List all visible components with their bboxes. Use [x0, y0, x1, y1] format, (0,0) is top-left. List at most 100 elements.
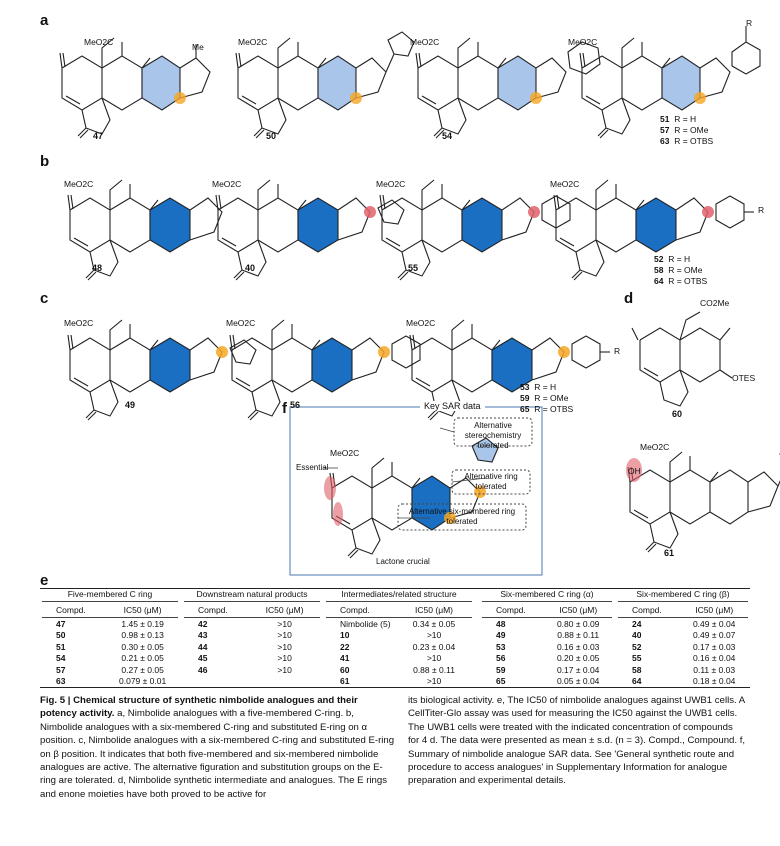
caption-left-column: Fig. 5 | Chemical structure of synthetic… [40, 694, 395, 801]
compound-number: 48 [92, 263, 103, 273]
compound-49-structure [67, 319, 257, 421]
group-title: Downstream natural products [184, 589, 320, 602]
table-group-downstream: Downstream natural products Compd.IC50 (… [182, 589, 322, 676]
atom-label: MeO2C [410, 37, 440, 47]
compound-number: 49 [125, 400, 136, 410]
compound-50-structure [235, 31, 415, 139]
compound-number: 55 [408, 263, 419, 273]
compound-number: 60 [672, 409, 683, 419]
compound-40-structure [215, 179, 405, 281]
atom-label: MeO2C [84, 37, 114, 47]
compound-number: 47 [93, 131, 104, 141]
atom-label: R [614, 346, 621, 356]
column-headers: Compd.IC50 (μM) [482, 605, 612, 618]
panel-label-c: c [40, 290, 49, 307]
atom-label: Me [192, 42, 204, 52]
compound-53-structure [409, 319, 610, 421]
atom-label: CO2Me [700, 298, 730, 308]
atom-label: OTES [732, 373, 756, 383]
column-headers: Compd.IC50 (μM) [618, 605, 748, 618]
panel-label-e: e [40, 572, 49, 589]
atom-label: R [746, 18, 753, 28]
atom-label: MeO2C [212, 179, 242, 189]
compound-number: 40 [245, 263, 256, 273]
column-headers: Compd.IC50 (μM) [326, 605, 472, 618]
table-top-rule [40, 588, 750, 589]
atom-label: MeO2C [238, 37, 268, 47]
sar-callout-essential: Essential [296, 463, 329, 472]
table-row: 46>10 [198, 664, 292, 675]
sar-structure [324, 437, 499, 559]
atom-label: MeO2C [640, 442, 670, 452]
group-title: Five-membered C ring [42, 589, 178, 602]
atom-label: MeO2C [226, 318, 256, 328]
table-row: 45>10 [198, 653, 292, 664]
panel-label-b: b [40, 153, 50, 170]
compound-number: 56 [290, 400, 301, 410]
table-group-intermediates: Intermediates/related structure Compd.IC… [324, 589, 474, 687]
r-group-legend-a: 51 R = H 57 R = OMe 63 R = OTBS [660, 114, 714, 146]
compound-51-structure [579, 26, 761, 139]
atom-label: MeO2C [568, 37, 598, 47]
atom-label: MeO2C [376, 179, 406, 189]
sar-callout-stereo: Alternative stereochemistry tolerated [464, 421, 522, 450]
compound-54-structure [415, 37, 601, 139]
compound-52-structure [553, 179, 754, 281]
chemical-structures [59, 26, 780, 576]
panel-label-a: a [40, 12, 49, 29]
column-headers: Compd.IC50 (μM) [42, 605, 178, 618]
group-title: Six-membered C ring (β) [618, 589, 748, 602]
atom-label: MeO2C [64, 318, 94, 328]
caption-right-column: its biological activity. e, The IC50 of … [408, 694, 746, 788]
atom-label: MeO2C [550, 179, 580, 189]
table-row: Nimbolide (5)0.34 ± 0.05 [340, 618, 456, 629]
group-title: Intermediates/related structure [326, 589, 472, 602]
compound-number: 61 [664, 548, 675, 558]
table-group-six-beta: Six-membered C ring (β) Compd.IC50 (μM) … [616, 589, 750, 687]
r-group-legend-b: 52 R = H 58 R = OMe 64 R = OTBS [654, 254, 708, 286]
table-row: 43>10 [198, 630, 292, 641]
compound-60-structure [631, 311, 733, 407]
atom-label: R [758, 205, 765, 215]
caption-right-text: its biological activity. e, The IC50 of … [408, 695, 746, 787]
compound-47-structure [59, 37, 211, 139]
table-bottom-rule [40, 687, 750, 688]
atom-label: MeO2C [330, 448, 360, 458]
panel-label-d: d [624, 290, 634, 307]
compound-61-structure [626, 451, 780, 553]
atom-label: MeO2C [406, 318, 436, 328]
group-title: Six-membered C ring (α) [482, 589, 612, 602]
table-group-six-alpha: Six-membered C ring (α) Compd.IC50 (μM) … [480, 589, 614, 687]
sar-callout-six: Alternative six-membered ring tolerated [408, 507, 516, 526]
compound-48-structure [67, 179, 223, 281]
figure-title: Fig. 5 | Chemical structure of synthetic… [40, 695, 358, 720]
table-row: 42>10 [198, 618, 292, 629]
compound-55-structure [379, 179, 571, 281]
sar-title: Key SAR data [420, 401, 485, 411]
table-row: 41>10 [340, 653, 442, 664]
caption-left-text: a, Nimbolide analogues with a five-membe… [40, 708, 395, 800]
compound-56-structure [229, 319, 421, 421]
r-group-legend-c: 53 R = H 59 R = OMe 65 R = OTBS [520, 382, 574, 414]
sar-callout-lactone: Lactone crucial [376, 557, 430, 566]
table-row: 10>10 [340, 630, 442, 641]
